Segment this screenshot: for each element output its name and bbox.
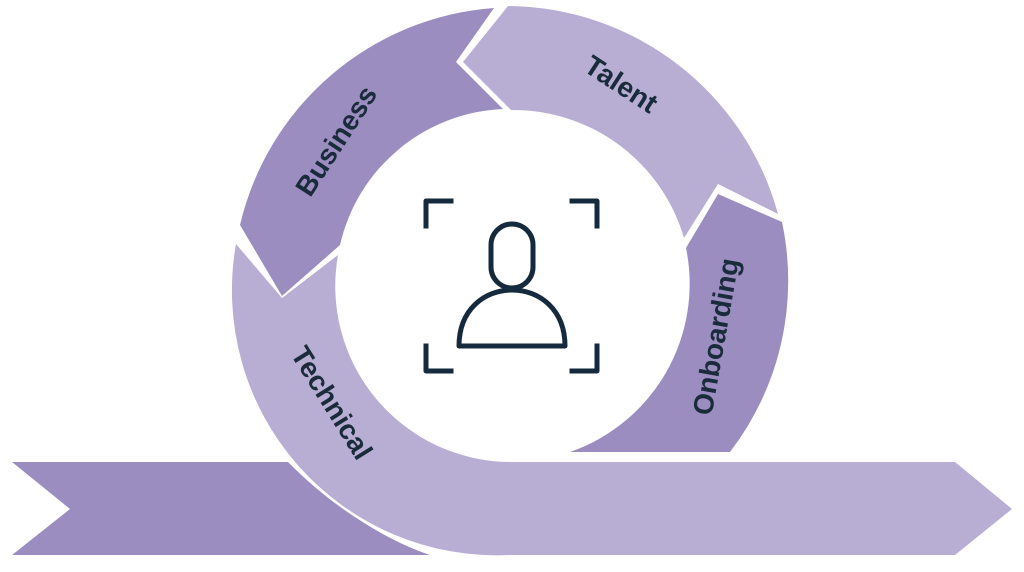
ribbon-left-chevron [12, 462, 430, 555]
segment-technical[interactable] [231, 244, 1013, 556]
frame-corner-top-left [423, 198, 454, 229]
person-head [488, 221, 536, 291]
person-body [456, 287, 568, 349]
segment-onboarding[interactable] [570, 194, 789, 452]
frame-corner-top-right [569, 198, 600, 229]
frame-corner-bottom-left [423, 343, 454, 374]
segment-talent[interactable] [463, 6, 778, 238]
frame-corner-bottom-right [569, 343, 600, 374]
segment-business[interactable] [240, 8, 503, 296]
person-in-focus-frame-icon [423, 198, 600, 374]
